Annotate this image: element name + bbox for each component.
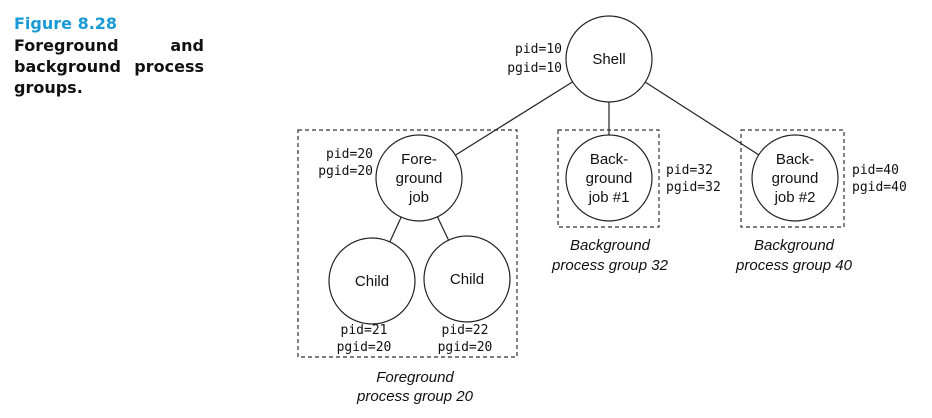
edge-shell-to-foreground-job bbox=[455, 81, 573, 156]
node-label-child-1-line-1: Child bbox=[355, 273, 389, 290]
background-group-40-box bbox=[740, 129, 845, 228]
background-group-40-label-line-2: process group 40 bbox=[735, 257, 853, 274]
node-circle-foreground-job bbox=[375, 134, 463, 222]
node-background-job-1: Back-ground job #1 bbox=[565, 134, 653, 222]
node-circle-child-2 bbox=[423, 235, 511, 323]
node-label-child-2-line-1: Child bbox=[450, 271, 484, 288]
node-label-background-job-1-line-2: ground bbox=[586, 170, 633, 187]
node-label-background-job-1-line-1: Back- bbox=[590, 151, 628, 168]
node-foreground-job: Fore-ground job bbox=[375, 134, 463, 222]
node-label-foreground-job-line-1: Fore- bbox=[401, 151, 437, 168]
foreground-job-pgid-label: pgid=20 bbox=[318, 164, 373, 179]
edge-foreground-job-to-child-1 bbox=[389, 216, 402, 243]
shell-pid-label: pid=10 bbox=[515, 42, 562, 57]
foreground-group-label-line-2: process group 20 bbox=[356, 388, 474, 405]
child-2-pgid-label: pgid=20 bbox=[438, 340, 493, 355]
figure-caption: Figure 8.28 Foreground and background pr… bbox=[14, 14, 204, 98]
foreground-group-label-line-1: Foreground bbox=[376, 369, 454, 386]
child-2-pid-label: pid=22 bbox=[442, 323, 489, 338]
node-label-background-job-2-line-3: job #2 bbox=[774, 189, 816, 206]
child-1-pid-label: pid=21 bbox=[341, 323, 388, 338]
background-group-32-label-line-2: process group 32 bbox=[551, 257, 669, 274]
edge-foreground-job-to-child-2 bbox=[436, 216, 450, 241]
foreground-job-pid-label: pid=20 bbox=[326, 147, 373, 162]
background-group-40-label-line-1: Background bbox=[754, 237, 835, 254]
node-circle-shell bbox=[565, 15, 653, 103]
background-job-2-pid-label: pid=40 bbox=[852, 163, 899, 178]
node-circle-child-1 bbox=[328, 237, 416, 325]
node-label-foreground-job-line-2: ground bbox=[396, 170, 443, 187]
background-group-32-label-line-1: Background bbox=[570, 237, 651, 254]
foreground-group-box bbox=[297, 129, 518, 358]
node-circle-background-job-2 bbox=[751, 134, 839, 222]
figure-number: Figure 8.28 bbox=[14, 14, 118, 33]
background-job-2-pgid-label: pgid=40 bbox=[852, 180, 907, 195]
figure-title: Foreground and background process groups… bbox=[14, 36, 204, 97]
node-child-1: Child bbox=[328, 237, 416, 325]
node-label-background-job-2-line-2: ground bbox=[772, 170, 819, 187]
node-label-foreground-job-line-3: job bbox=[408, 189, 429, 206]
node-background-job-2: Back-ground job #2 bbox=[751, 134, 839, 222]
node-label-shell-line-1: Shell bbox=[592, 51, 625, 68]
shell-pgid-label: pgid=10 bbox=[507, 61, 562, 76]
background-job-1-pid-label: pid=32 bbox=[666, 163, 713, 178]
node-child-2: Child bbox=[423, 235, 511, 323]
background-job-1-pgid-label: pgid=32 bbox=[666, 180, 721, 195]
edge-shell-to-background-job-2 bbox=[644, 81, 760, 156]
node-shell: Shell bbox=[565, 15, 653, 103]
edges bbox=[389, 81, 760, 243]
node-label-background-job-2-line-1: Back- bbox=[776, 151, 814, 168]
node-label-background-job-1-line-3: job #1 bbox=[588, 189, 630, 206]
node-circle-background-job-1 bbox=[565, 134, 653, 222]
child-1-pgid-label: pgid=20 bbox=[337, 340, 392, 355]
